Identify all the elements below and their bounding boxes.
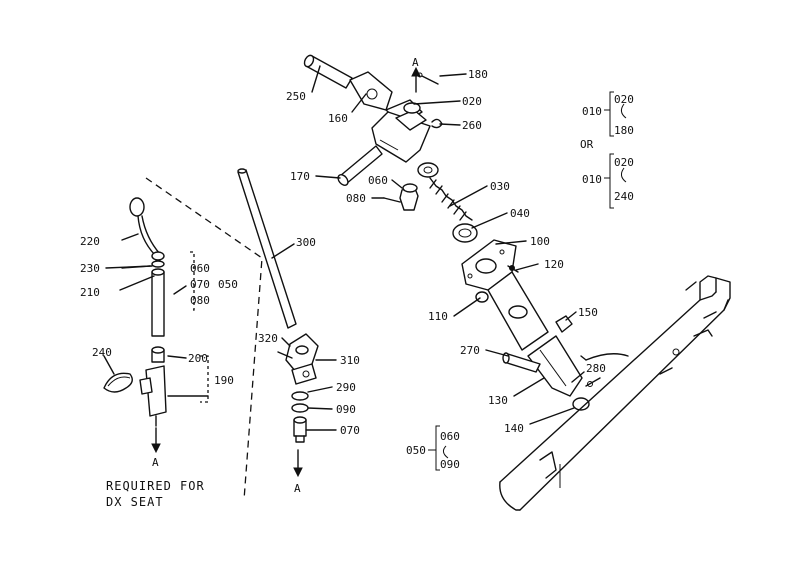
leader-lines [103, 65, 585, 431]
washer-top [417, 162, 439, 178]
shaft-300 [237, 168, 297, 329]
bushing-200 [151, 346, 165, 363]
group5-label-020: 020 [614, 156, 634, 169]
nut-110 [475, 291, 489, 303]
label-190: 190 [214, 374, 234, 387]
roller-140 [572, 397, 590, 411]
arrow-a-left-label: A [152, 456, 159, 469]
label-160: 160 [328, 112, 348, 125]
bushing [508, 305, 528, 319]
group2-label-090: 090 [440, 458, 460, 471]
arrow-a-top [411, 66, 421, 93]
label-080: 080 [346, 192, 366, 205]
label-150: 150 [578, 306, 598, 319]
spring-030 [429, 177, 473, 221]
group2-label-050: 050 [406, 444, 426, 457]
frame-rail [499, 275, 731, 511]
handle-grip-250 [303, 54, 353, 89]
oring-090 [291, 403, 309, 413]
arrow-a-mid [293, 449, 303, 478]
label-170: 170 [290, 170, 310, 183]
group1-label-050: 050 [218, 278, 238, 291]
universal-joint-310 [285, 333, 319, 385]
wire-link [580, 353, 629, 361]
group3-label-010: 010 [582, 105, 602, 118]
cotter-280 [585, 377, 601, 387]
label-210: 210 [80, 286, 100, 299]
group4-label-or: OR [580, 138, 594, 151]
label-300: 300 [296, 236, 316, 249]
label-020: 020 [462, 95, 482, 108]
washer-040 [452, 223, 478, 243]
dashed-boundary [145, 177, 263, 501]
label-270: 270 [460, 344, 480, 357]
pin-320 [277, 351, 293, 359]
bolt-120 [507, 265, 519, 273]
label-040: 040 [510, 207, 530, 220]
arrow-a-left [151, 427, 161, 454]
label-090: 090 [336, 403, 356, 416]
stub-070 [293, 416, 307, 443]
group5-label-010: 010 [582, 173, 602, 186]
nut-060 [399, 183, 419, 211]
group1-label-080: 080 [190, 294, 210, 307]
label-290: 290 [336, 381, 356, 394]
lever-130 [527, 335, 583, 397]
pin-180 [417, 72, 439, 85]
group5-label-240: 240 [614, 190, 634, 203]
group1-label-060: 060 [190, 262, 210, 275]
label-310: 310 [340, 354, 360, 367]
lever-block-020 [371, 102, 431, 163]
spring-clip-240 [103, 372, 133, 393]
label-060: 060 [368, 174, 388, 187]
collar-210 [151, 251, 165, 261]
group1-label-070: 070 [190, 278, 210, 291]
label-120: 120 [544, 258, 564, 271]
label-130: 130 [488, 394, 508, 407]
label-140: 140 [504, 422, 524, 435]
note-line-1: REQUIRED FOR [106, 479, 205, 493]
bolt-080 [383, 197, 401, 203]
label-250: 250 [286, 90, 306, 103]
label-100: 100 [530, 235, 550, 248]
label-320: 320 [258, 332, 278, 345]
rod-vertical [151, 268, 165, 337]
group2-label-060: 060 [440, 430, 460, 443]
note-line-2: DX SEAT [106, 495, 164, 509]
label-200: 200 [188, 352, 208, 365]
group3-label-180: 180 [614, 124, 634, 137]
grease-fitting-150 [555, 315, 573, 333]
label-030: 030 [490, 180, 510, 193]
knob-lever-220 [129, 197, 161, 257]
arrow-a-mid-label: A [294, 482, 301, 495]
label-070: 070 [340, 424, 360, 437]
label-260: 260 [462, 119, 482, 132]
block-190 [139, 365, 167, 427]
group-brackets [190, 91, 627, 471]
label-220: 220 [80, 235, 100, 248]
shaft-170 [337, 145, 383, 186]
label-280: 280 [586, 362, 606, 375]
washer-290 [291, 391, 309, 401]
label-240: 240 [92, 346, 112, 359]
arrow-a-top-label: A [412, 56, 419, 69]
label-180: 180 [468, 68, 488, 81]
label-110: 110 [428, 310, 448, 323]
label-230: 230 [80, 262, 100, 275]
group3-label-020: 020 [614, 93, 634, 106]
housing-100 [461, 239, 517, 291]
